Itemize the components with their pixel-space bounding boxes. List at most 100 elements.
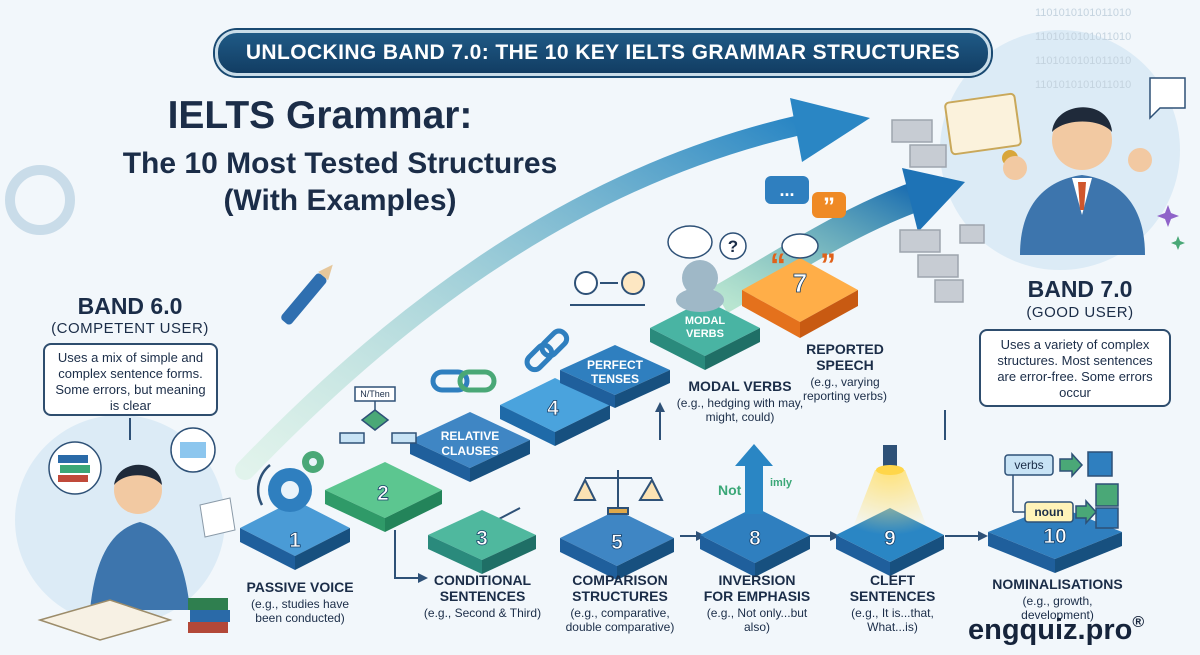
- decor-ring-icon: [5, 165, 75, 235]
- inversion-right-text: imly: [770, 477, 793, 489]
- platform-label-modal-2: VERBS: [686, 328, 724, 340]
- step-number-8: 8: [749, 527, 761, 550]
- flowchart-icon: [339, 386, 417, 444]
- professional-band7-illustration: [944, 77, 1186, 255]
- binary-row-2: 1101010101011010: [1035, 31, 1131, 43]
- step-7-title: REPORTED SPEECH: [806, 341, 884, 373]
- band7-subheading: (GOOD USER): [1026, 304, 1134, 321]
- step-9-title: CLEFT SENTENCES: [849, 572, 936, 604]
- step-7-example: (e.g., varying reporting verbs): [802, 375, 888, 403]
- band6-description: Uses a mix of simple and complex sentenc…: [43, 343, 218, 416]
- band7-heading: BAND 7.0: [1027, 276, 1133, 302]
- svg-text:...: ...: [779, 180, 794, 200]
- step-3-example: (e.g., Second & Third): [423, 606, 542, 620]
- step-6-title: MODAL VERBS: [688, 378, 792, 394]
- step-7-caption: REPORTED SPEECH (e.g., varying reporting…: [790, 341, 900, 403]
- band6-subheading: (COMPETENT USER): [51, 320, 209, 337]
- speech-bubble-icon: ... ” “ ”: [765, 176, 846, 283]
- binary-row-4: 1101010101011010: [1035, 79, 1131, 91]
- step-6-example: (e.g., hedging with may, might, could): [676, 396, 804, 424]
- step-8-example: (e.g., Not only...but also): [706, 606, 808, 634]
- step-3-platform: [428, 510, 536, 574]
- inversion-left-text: Not: [718, 482, 742, 498]
- brick-wall-icon: [891, 119, 985, 303]
- progress-arrow-head: [790, 98, 870, 162]
- thinking-head-icon: ?: [667, 225, 747, 312]
- relative-clauses-platform: [410, 412, 530, 482]
- header-banner: UNLOCKING BAND 7.0: THE 10 KEY IELTS GRA…: [215, 30, 991, 76]
- binary-row-1: 1101010101011010: [1035, 7, 1131, 19]
- step-8-caption: INVERSION FOR EMPHASIS (e.g., Not only..…: [702, 572, 812, 634]
- inversion-arrow-icon: Not imly: [718, 444, 793, 514]
- subtitle-line-2: (With Examples): [223, 184, 457, 217]
- step-number-7: 7: [793, 268, 807, 298]
- progress-arrow-second-head: [902, 168, 965, 232]
- platform-label-modal-1: MODAL: [685, 315, 726, 327]
- registered-mark: ®: [1132, 614, 1145, 631]
- step-8-platform: [700, 507, 810, 577]
- noun-box-text: noun: [1034, 505, 1063, 519]
- progress-arrow-main: [235, 115, 810, 480]
- step-5-platform: [560, 510, 674, 580]
- page-subtitle: The 10 Most Tested Structures (With Exam…: [60, 145, 620, 219]
- chain-link-icon-2: [524, 328, 570, 373]
- step-number-2: 2: [377, 482, 389, 505]
- step-1-caption: PASSIVE VOICE (e.g., studies have been c…: [240, 579, 360, 625]
- step-8-title: INVERSION FOR EMPHASIS: [703, 572, 811, 604]
- step-5-title: COMPARISON STRUCTURES: [572, 572, 668, 604]
- step-5-example: (e.g., comparative, double comparative): [565, 606, 675, 634]
- step-1-platform: [240, 500, 350, 570]
- chain-link-icon: [430, 369, 497, 393]
- step-1-example: (e.g., studies have been conducted): [250, 597, 350, 625]
- pen-icon: [281, 264, 333, 325]
- step-number-1: 1: [289, 529, 301, 552]
- step-9-example: (e.g., It is...that, What...is): [851, 606, 934, 634]
- gears-icon: [256, 451, 324, 512]
- step-number-4: 4: [547, 397, 559, 420]
- step-9-caption: CLEFT SENTENCES (e.g., It is...that, Wha…: [840, 572, 945, 634]
- subtitle-line-1: The 10 Most Tested Structures: [122, 147, 558, 180]
- sparkle-icon: [1157, 205, 1179, 227]
- platform-label-relative-1: RELATIVE: [441, 429, 499, 443]
- svg-text:“: “: [770, 247, 786, 283]
- band7-description: Uses a variety of complex structures. Mo…: [979, 329, 1171, 407]
- svg-text:”: ”: [820, 247, 836, 283]
- brand-logo[interactable]: engquiz.pro®: [968, 614, 1144, 647]
- step-number-9: 9: [884, 527, 896, 550]
- step-3-title: CONDITIONAL SENTENCES: [433, 572, 532, 604]
- step-7-platform: [742, 258, 858, 338]
- band6-heading: BAND 6.0: [77, 293, 183, 319]
- timeline-clock-icon: [570, 271, 645, 306]
- step-1-title: PASSIVE VOICE: [246, 579, 354, 595]
- svg-text:”: ”: [823, 193, 835, 220]
- svg-text:?: ?: [728, 237, 738, 256]
- flowchart-text: N/Then: [360, 389, 390, 399]
- step-5-caption: COMPARISON STRUCTURES (e.g., comparative…: [555, 572, 685, 634]
- step-6-caption: MODAL VERBS (e.g., hedging with may, mig…: [675, 378, 805, 424]
- verbs-box-text: verbs: [1014, 458, 1043, 472]
- sparkle-icon-2: [1171, 236, 1185, 250]
- student-band6-illustration: [37, 427, 236, 641]
- platform-label-perfect-2: TENSES: [591, 372, 639, 386]
- step-2-platform: [325, 462, 442, 532]
- step-10-caption: NOMINALISATIONS (e.g., growth, developme…: [985, 576, 1130, 622]
- platform-label-perfect-1: PERFECT: [587, 358, 644, 372]
- page-title: IELTS Grammar:: [167, 94, 473, 137]
- step-number-3: 3: [476, 527, 488, 550]
- perfect-tenses-platform: [560, 345, 670, 408]
- step-number-10: 10: [1043, 525, 1066, 548]
- transformation-blocks-icon: [1004, 451, 1119, 529]
- brand-text: engquiz.pro: [968, 614, 1133, 646]
- platform-label-relative-2: CLAUSES: [441, 444, 498, 458]
- spotlight-icon: [850, 445, 930, 535]
- modal-verbs-platform: [650, 300, 760, 370]
- flow-connectors: [129, 410, 978, 579]
- step-3-caption: CONDITIONAL SENTENCES (e.g., Second & Th…: [420, 572, 545, 620]
- progress-arrow-second: [712, 180, 926, 314]
- step-number-5: 5: [611, 531, 623, 554]
- step-10-example: (e.g., growth, development): [1021, 594, 1094, 622]
- step-10-title: NOMINALISATIONS: [992, 576, 1123, 592]
- binary-row-3: 1101010101011010: [1035, 55, 1131, 67]
- balance-scale-icon: [573, 470, 664, 515]
